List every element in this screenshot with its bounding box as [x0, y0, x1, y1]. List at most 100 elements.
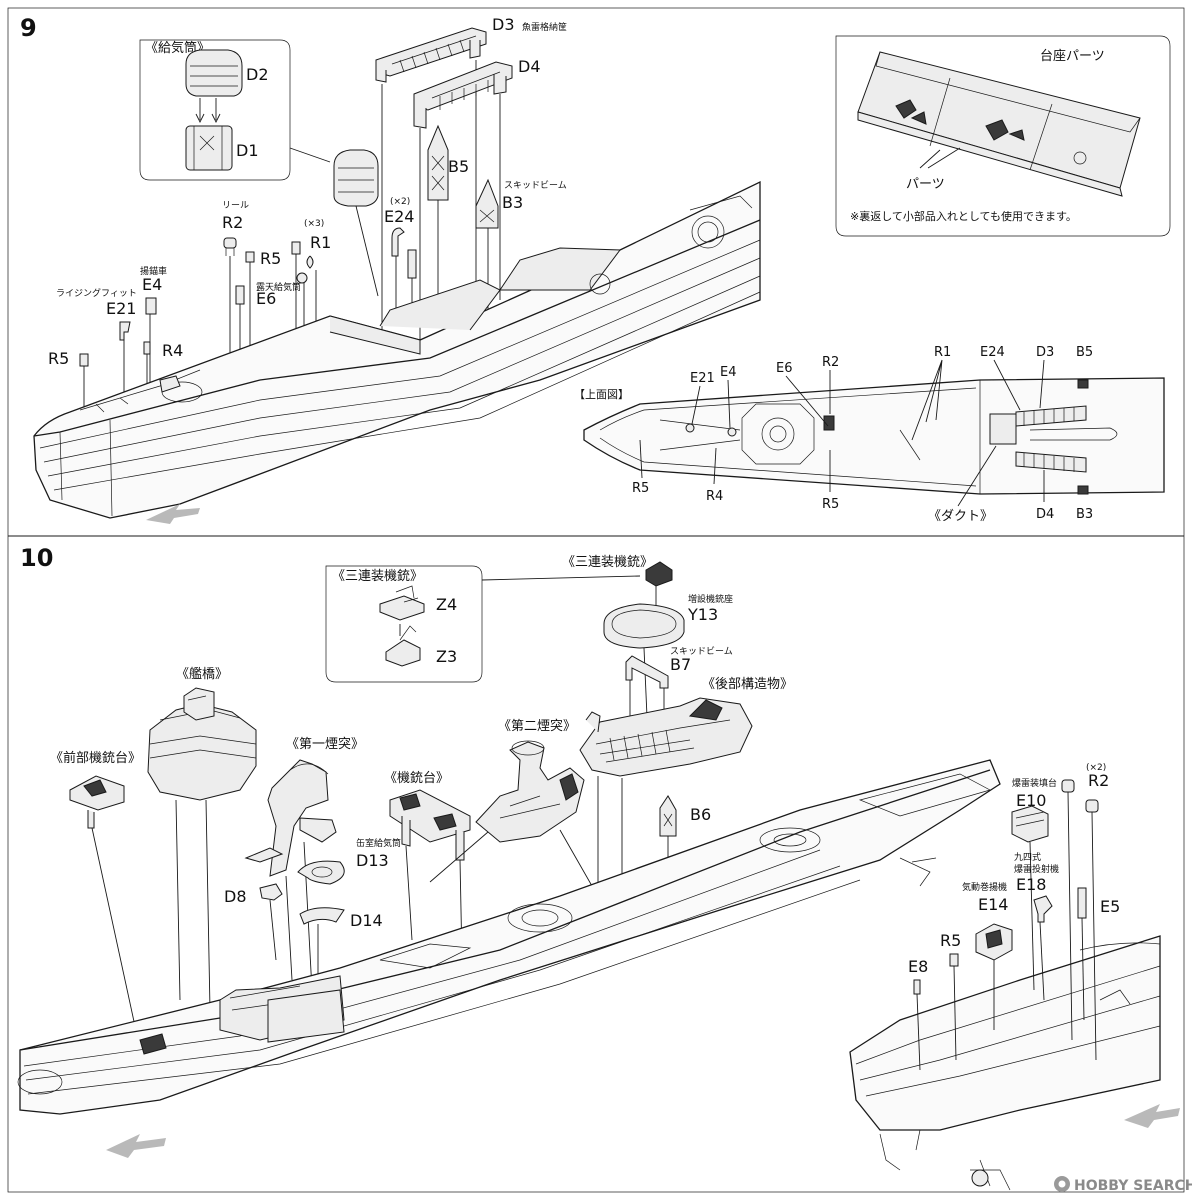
- base-parts-title: 台座パーツ: [1040, 49, 1105, 64]
- label-e5: E5: [1100, 897, 1120, 916]
- part-e14-drawing: [975, 923, 1013, 1030]
- base-parts-label: パーツ: [906, 177, 945, 192]
- aft-structure-drawing: [579, 697, 753, 900]
- note-y13: 増設機銃座: [688, 593, 733, 605]
- part-e5-drawing: [1077, 887, 1087, 1021]
- topview-label-d3: D3: [1036, 345, 1054, 360]
- label-d14: D14: [350, 911, 383, 930]
- bridge-title: 《艦橋》: [176, 667, 228, 682]
- note-e18-a: 九四式: [1014, 851, 1041, 863]
- label-e4: E4: [142, 275, 162, 294]
- hobby-search-watermark: HOBBY SEARCH: [1054, 1176, 1192, 1194]
- note-e4: 揚錨車: [140, 265, 167, 277]
- forward-arrow-step10: [106, 1134, 166, 1158]
- label-e10: E10: [1016, 791, 1046, 810]
- label-r2: R2: [222, 213, 243, 232]
- part-r2-step10-drawing: [1061, 779, 1099, 1061]
- label-e24: E24: [384, 207, 414, 226]
- topview-label-r4: R4: [706, 489, 723, 504]
- topview-label-r2: R2: [822, 355, 839, 370]
- label-e18: E18: [1016, 875, 1046, 894]
- funnel2-title: 《第二煙突》: [498, 718, 576, 734]
- step-number-9: 9: [20, 14, 37, 42]
- hull-step-9: [33, 180, 761, 519]
- topview-label-b3: B3: [1076, 507, 1093, 522]
- hobby-search-logo-icon: [1054, 1176, 1070, 1192]
- top-view: 【上面図】: [574, 377, 1165, 495]
- step-9: 9 《給気筒》 D2 D1: [20, 14, 1171, 524]
- part-r1-drawing: [291, 241, 317, 352]
- mg-platform-title: 《機銃台》: [384, 771, 449, 786]
- funnel1-title: 《第一煙突》: [286, 736, 364, 752]
- note-e21: ライジングフィット: [56, 287, 137, 299]
- label-e8: E8: [908, 957, 928, 976]
- page-border: [7, 7, 1185, 1193]
- label-b5: B5: [448, 157, 469, 176]
- note-r2: リール: [222, 201, 249, 211]
- label-r5-step10: R5: [940, 931, 961, 950]
- topview-label-duct: 《ダクト》: [928, 509, 993, 524]
- part-d14-drawing: [299, 907, 345, 980]
- triple-aa-top-title: 《三連装機銃》: [562, 555, 653, 570]
- top-view-title: 【上面図】: [574, 388, 629, 401]
- label-e21: E21: [106, 299, 136, 318]
- qty-r2-step10: (×2): [1086, 763, 1106, 773]
- step-number-10: 10: [20, 544, 53, 572]
- label-b3: B3: [502, 193, 523, 212]
- topview-label-r5a: R5: [632, 481, 649, 496]
- label-e6: E6: [256, 289, 276, 308]
- label-d3: D3: [492, 15, 515, 34]
- label-z3: Z3: [436, 647, 457, 666]
- aft-structure-title: 《後部構造物》: [702, 677, 793, 692]
- label-d8: D8: [224, 887, 247, 906]
- label-b6: B6: [690, 805, 711, 824]
- note-e6: 露天給気筒: [256, 281, 301, 293]
- part-d8-drawing: [259, 883, 283, 961]
- label-r4: R4: [162, 341, 183, 360]
- watermark-text: HOBBY SEARCH: [1074, 1178, 1192, 1194]
- note-b7: スキッドビーム: [670, 646, 733, 657]
- part-r5-step10-drawing: [949, 953, 959, 1061]
- note-d3: 魚雷格納筐: [522, 21, 567, 33]
- topview-label-r1: R1: [934, 345, 951, 360]
- note-e18-b: 爆雷投射機: [1014, 863, 1059, 875]
- note-e10: 爆雷装填台: [1012, 777, 1057, 789]
- note-e14: 気動巻揚機: [962, 881, 1007, 893]
- part-b5-drawing: [427, 124, 449, 300]
- part-d2-drawing: [185, 49, 243, 97]
- forward-arrow-step9: [146, 504, 200, 524]
- topview-label-r5b: R5: [822, 497, 839, 512]
- base-parts-note: ※裏返して小部品入れとしても使用できます。: [850, 209, 1077, 223]
- part-d4-drawing: [413, 61, 513, 350]
- note-d13: 缶室給気筒: [356, 837, 401, 849]
- fwd-mg-title: 《前部機銃台》: [50, 750, 141, 766]
- exhaust-assembled: [333, 149, 379, 297]
- label-d4: D4: [518, 57, 541, 76]
- hull-step-10: [17, 759, 1001, 1115]
- label-r2-step10: R2: [1088, 771, 1109, 790]
- label-r1: R1: [310, 233, 331, 252]
- part-d3-drawing: [375, 27, 487, 330]
- label-r5-step9b: R5: [48, 349, 69, 368]
- topview-label-e21: E21: [690, 371, 715, 386]
- part-d13-drawing: [297, 860, 345, 885]
- part-r2-drawing: [223, 237, 237, 362]
- forward-arrow-stern: [1124, 1104, 1180, 1128]
- part-e8-drawing: [913, 979, 921, 1071]
- funnel1-drawing: [244, 759, 337, 991]
- part-d1-drawing: [185, 125, 233, 171]
- label-r5-step9a: R5: [260, 249, 281, 268]
- note-b3: スキッドビーム: [504, 180, 567, 191]
- topview-label-e6: E6: [776, 361, 793, 376]
- triple-aa-box-title: 《三連装機銃》: [332, 569, 423, 584]
- triple-aa-box: 《三連装機銃》 Z4 Z3: [325, 565, 641, 683]
- funnel2-drawing: [429, 740, 601, 901]
- mg-platform-drawing: [389, 789, 471, 961]
- exhaust-group-box: 《給気筒》 D2 D1: [139, 39, 331, 181]
- label-d13: D13: [356, 851, 389, 870]
- label-z4: Z4: [436, 595, 457, 614]
- qty-e24: (×2): [390, 197, 410, 207]
- stern-detail: [849, 935, 1161, 1191]
- fwd-mg-drawing: [69, 775, 139, 1041]
